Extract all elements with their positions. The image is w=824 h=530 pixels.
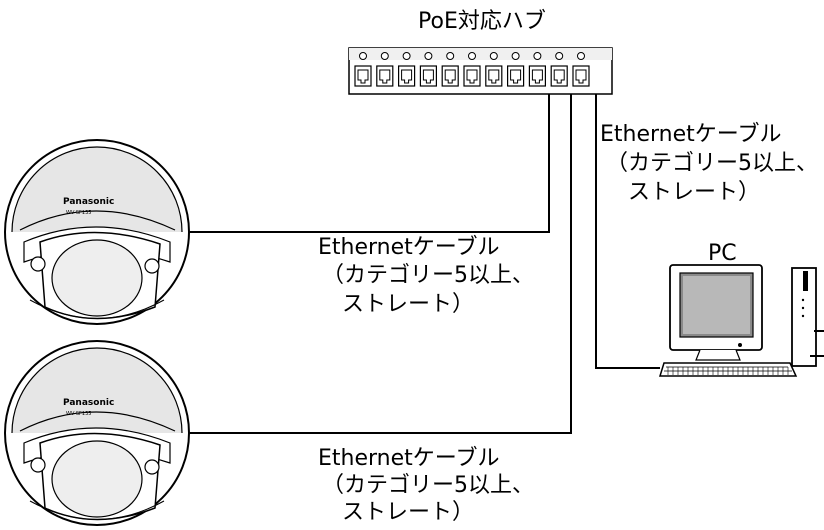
cable-hub-to-camera2 [190,93,572,434]
camera1-cable-line2: （カテゴリー5以上、 [322,263,534,288]
pc-keyboard [658,362,798,377]
camera-1 [4,139,190,325]
camera2-cable-line1: Ethernetケーブル [318,446,500,471]
camera1-cable-line1: Ethernetケーブル [318,235,500,260]
hub-led [424,52,433,60]
hub-port [419,65,437,87]
poe-hub [348,47,613,95]
pc-cable-line1: Ethernetケーブル [600,122,782,147]
hub-port [376,65,394,87]
hub-port [463,65,481,87]
camera1-model: WV-SF135 [66,210,92,216]
hub-led [555,52,564,60]
camera2-brand: Panasonic [63,398,115,408]
camera-2 [4,340,190,526]
hub-port [572,65,590,87]
pc-label: PC [708,241,737,266]
hub-port [354,65,372,87]
hub-led [380,52,389,60]
hub-led [489,52,498,60]
camera2-cable-line3: ストレート） [342,500,475,525]
hub-led [577,52,585,60]
hub-port [485,65,503,87]
camera1-cable-line3: ストレート） [342,292,475,317]
hub-led [402,52,411,60]
hub-led-row [359,52,585,60]
cables [190,93,660,434]
camera2-model: WV-SF135 [66,411,92,417]
pc-cable-line2: （カテゴリー5以上、 [606,151,818,176]
hub-led [359,52,367,60]
pc-monitor [669,264,763,361]
hub-led [533,52,542,60]
hub-port [528,65,547,87]
hub-port [507,65,525,87]
camera1-brand: Panasonic [63,197,115,207]
hub-port-row [354,65,590,87]
pc-workstation [658,264,824,377]
hub-led [446,52,455,60]
cable-hub-to-pc [595,93,660,369]
pc-tower [791,267,824,367]
hub-led [511,52,520,60]
cable-hub-to-camera1 [190,93,550,233]
hub-led [468,52,476,60]
hub-port [398,65,416,87]
camera2-cable-line2: （カテゴリー5以上、 [322,473,534,498]
hub-port [441,65,459,87]
hub-port [550,65,568,87]
pc-cable-line3: ストレート） [628,180,761,205]
hub-label: PoE対応ハブ [418,9,546,34]
